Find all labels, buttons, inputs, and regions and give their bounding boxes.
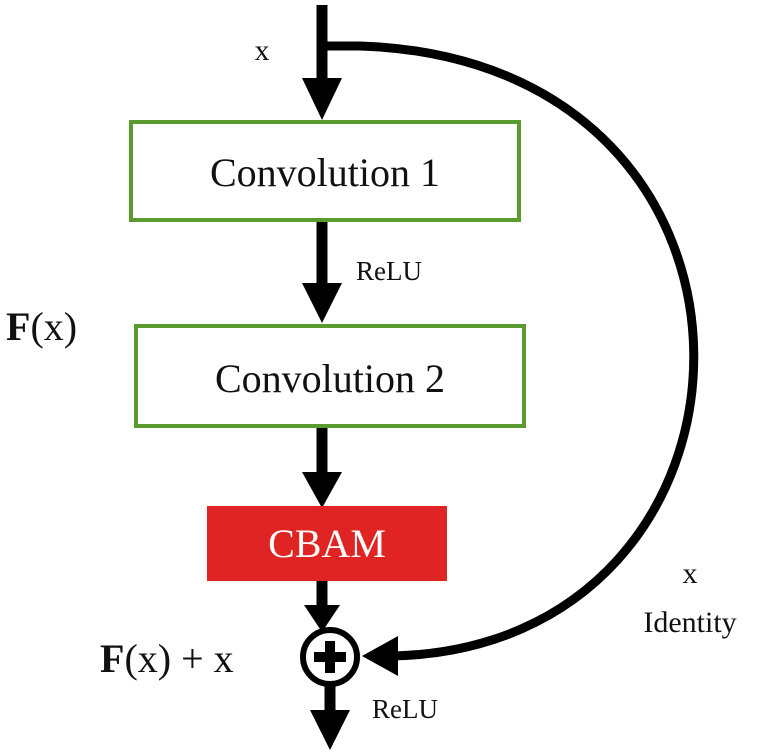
- identity-arrow-head: [362, 636, 398, 676]
- fx-label: F(x): [6, 304, 77, 349]
- identity-label: Identity: [643, 606, 736, 639]
- cbam-label: CBAM: [268, 521, 386, 566]
- relu-1-label: ReLU: [356, 256, 422, 286]
- sum-label: F(x) + x: [100, 636, 234, 681]
- output-arrow-head: [310, 710, 350, 750]
- convolution-1-label: Convolution 1: [210, 150, 440, 195]
- conv2-cbam-arrow-head: [302, 472, 342, 508]
- identity-x-label: x: [683, 557, 698, 590]
- relu-2-label: ReLU: [372, 694, 438, 724]
- convolution-2-box: [134, 324, 526, 428]
- cbam-sum-arrow-head: [304, 605, 340, 632]
- identity-skip-path: [322, 41, 699, 661]
- input-label: x: [255, 34, 270, 67]
- plus-icon-v: [325, 641, 335, 673]
- relu-arrow-head: [302, 283, 342, 323]
- cbam-box: [207, 506, 447, 581]
- convolution-2-label: Convolution 2: [215, 356, 445, 401]
- convolution-1-box: [129, 120, 521, 222]
- input-arrow-head: [302, 78, 342, 120]
